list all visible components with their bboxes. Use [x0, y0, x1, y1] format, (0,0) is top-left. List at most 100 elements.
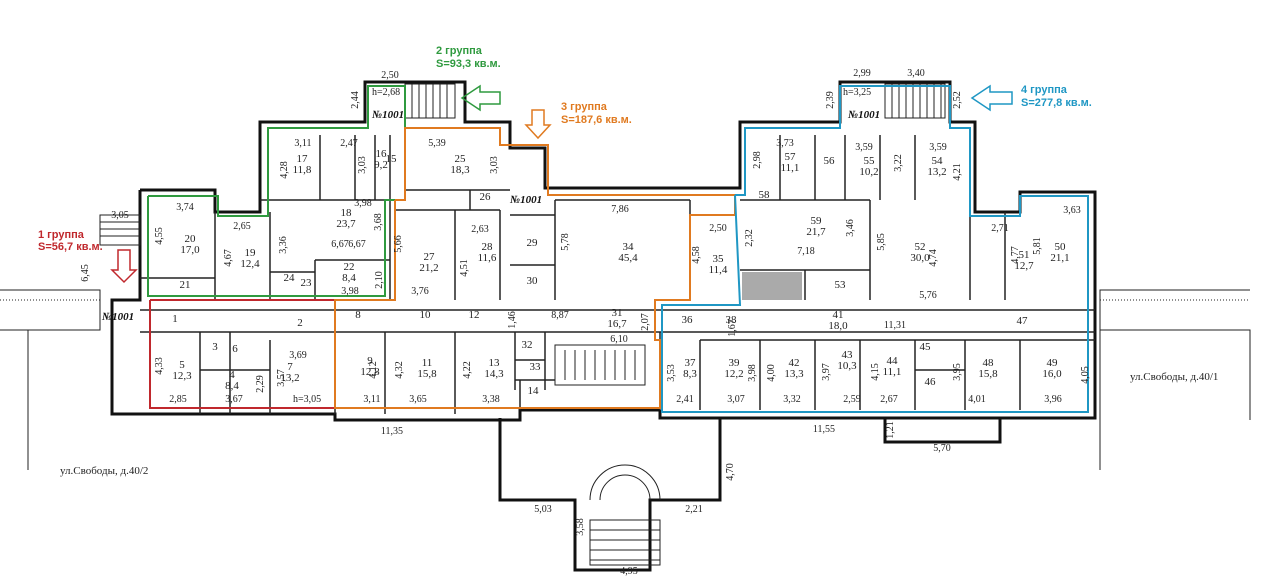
dimension-label: 3,69 [289, 350, 307, 361]
room-area: 45,4 [618, 252, 638, 264]
room-number: 14 [528, 385, 540, 397]
room-number: 46 [925, 376, 937, 388]
room-number: 37 [685, 357, 697, 369]
room-number: 19 [245, 247, 257, 259]
room-area: 8,4 [342, 272, 356, 284]
room-area: 13,2 [280, 372, 299, 384]
dimension-label: 4,32 [394, 361, 405, 379]
dimension-label: 4,70 [725, 463, 736, 481]
dimension-label: 4,58 [691, 246, 702, 264]
dimension-label: 6,67 [348, 239, 366, 250]
room-number: 26 [480, 191, 492, 203]
dimension-label: 3,03 [489, 156, 500, 174]
dimension-label: 4,33 [154, 357, 165, 375]
dimension-label: 3,38 [482, 394, 500, 405]
dimension-label: 3,53 [666, 364, 677, 382]
dimension-label: 2,98 [752, 151, 763, 169]
room-number: 11 [422, 357, 433, 369]
dimension-label: 2,07 [640, 313, 651, 331]
dimension-label: 2,41 [676, 394, 694, 405]
room-number: 52 [915, 241, 926, 253]
room-number: 5 [179, 359, 185, 371]
room-number: 9 [367, 355, 373, 367]
dimension-label: 2,67 [880, 394, 898, 405]
room-number: 33 [530, 361, 542, 373]
height-right: h=3,25 [843, 87, 871, 98]
room-area: 18,3 [450, 164, 470, 176]
dimension-label: 3,59 [855, 142, 873, 153]
inner-walls [140, 135, 1095, 414]
dimension-label: 11,31 [884, 320, 906, 331]
group-3-title: 3 группа [561, 101, 608, 113]
room-area: 16,7 [607, 318, 627, 330]
dimension-label: 2,99 [853, 68, 871, 79]
group-3-area: S=187,6 кв.м. [561, 114, 632, 126]
room-number: 31 [612, 307, 623, 319]
dimension-label: 2,50 [381, 70, 399, 81]
dimension-label: 3,59 [929, 142, 947, 153]
dimension-label: 3,36 [278, 236, 289, 254]
room-area: 12,7 [1014, 260, 1034, 272]
room-number: 41 [833, 309, 844, 321]
group-arrows [110, 84, 1013, 284]
dimension-label: 3,03 [357, 156, 368, 174]
room-number: 4 [229, 369, 235, 381]
room-number: 30 [527, 275, 539, 287]
dimension-label: 4,05 [1080, 366, 1091, 384]
room-number: 6 [232, 343, 238, 355]
dimension-label: 2,65 [233, 221, 251, 232]
room-area: 8,3 [683, 368, 697, 380]
room-area: 23,7 [336, 218, 356, 230]
room-number: 54 [932, 155, 944, 167]
dimension-label: 4,67 [223, 249, 234, 267]
room-number: 43 [842, 349, 854, 361]
room-number: 53 [835, 279, 847, 291]
room-area: 8,4 [225, 380, 239, 392]
dimension-label: 4,15 [870, 363, 881, 381]
dimension-label: 3,11 [294, 138, 311, 149]
room-number: 25 [455, 153, 467, 165]
dimension-label: 6,67 [331, 239, 349, 250]
height-room7: h=3,05 [293, 394, 321, 405]
room-area: 11,1 [781, 162, 800, 174]
dimension-label: 3,68 [373, 213, 384, 231]
dimension-label: 1,46 [507, 311, 518, 329]
dimension-label: 4,28 [279, 161, 290, 179]
dimension-label: 3,74 [176, 202, 194, 213]
dimension-label: 3,67 [225, 394, 243, 405]
dimension-label: 5,78 [560, 233, 571, 251]
dimension-label: 5,85 [876, 233, 887, 251]
room-area: 30,0 [910, 252, 930, 264]
room-area: 12,2 [724, 368, 743, 380]
room-number: 27 [424, 251, 436, 263]
dimension-label: 2,85 [169, 394, 187, 405]
room-number: 24 [284, 272, 296, 284]
marker-n1001-center: №1001 [509, 194, 542, 206]
room-number: 57 [785, 151, 797, 163]
room-area: 12,4 [240, 258, 260, 270]
dimension-label: 4,95 [620, 566, 638, 577]
neighbour-buildings [0, 289, 1251, 470]
room-area: 18,0 [828, 320, 848, 332]
room-number: 13 [489, 357, 501, 369]
room-number: 2 [297, 317, 303, 329]
dimension-label: 4,51 [459, 259, 470, 277]
dimension-label: 2,59 [843, 394, 861, 405]
room-area: 12,8 [360, 366, 380, 378]
room-number: 58 [759, 189, 771, 201]
room-number: 16 [376, 148, 388, 160]
room-area: 21,2 [419, 262, 438, 274]
room-area: 13,3 [784, 368, 804, 380]
dimension-label: 2,47 [340, 138, 358, 149]
building-walls [110, 80, 1097, 572]
dimension-label: 2,10 [374, 271, 385, 289]
room-area: 11,4 [709, 264, 728, 276]
group-2-area: S=93,3 кв.м. [436, 58, 501, 70]
room-number: 55 [864, 155, 876, 167]
dimension-label: 3,96 [1044, 394, 1062, 405]
dimension-label: 3,98 [747, 364, 758, 382]
room-number: 59 [811, 215, 823, 227]
dimension-label: 3,98 [341, 286, 359, 297]
dimension-label: 4,77 [1010, 246, 1021, 264]
